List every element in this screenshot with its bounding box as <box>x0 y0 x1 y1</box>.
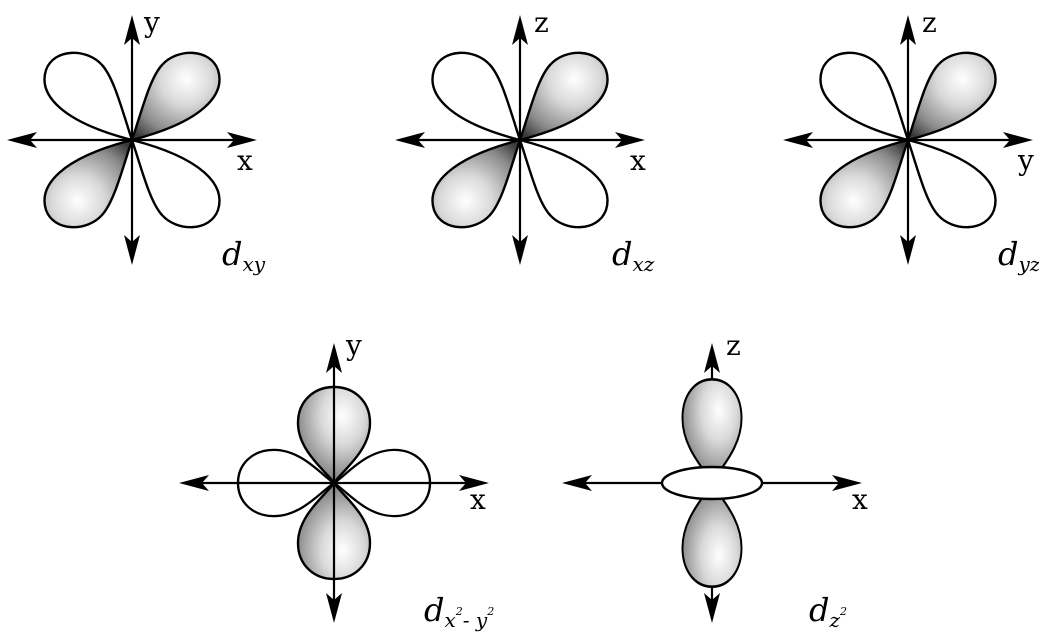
lobe-upper-left-white <box>819 51 910 142</box>
axis-horizontal <box>395 132 645 148</box>
axis-label-horizontal: x <box>852 483 868 516</box>
axis-vertical <box>704 343 720 623</box>
lobe-lower-right-white <box>130 138 221 229</box>
axis-horizontal <box>7 132 257 148</box>
orbital-label: dxy <box>222 235 266 276</box>
orbital-label: dx2- y2 <box>424 591 494 632</box>
axis-label-vertical: y <box>143 6 160 39</box>
axis-label-vertical: z <box>726 329 741 362</box>
lobe-upper-right-shaded <box>130 51 221 142</box>
axis-horizontal <box>562 475 862 491</box>
orbital-dxy: y x dxy <box>7 6 266 276</box>
lobe-lower-left-shaded <box>819 138 910 229</box>
torus-ring <box>660 465 764 501</box>
orbital-dx2-y2: y x dx2- y2 <box>179 329 494 632</box>
lobe-upper-right-shaded <box>906 51 997 142</box>
orbital-dz2: z x dz2 <box>562 329 868 632</box>
orbital-label: dz2 <box>809 591 847 632</box>
axis-horizontal <box>783 132 1033 148</box>
axis-label-horizontal: x <box>470 483 486 516</box>
lobe-lower-left-shaded <box>431 138 522 229</box>
axis-label-vertical: z <box>922 6 937 39</box>
axis-label-horizontal: x <box>630 144 646 177</box>
lobe-upper-left-white <box>431 51 522 142</box>
lobe-upper-left-white <box>43 51 134 142</box>
axis-label-horizontal: x <box>237 144 253 177</box>
orbital-dyz: z y dyz <box>783 6 1039 276</box>
orbital-label: dxz <box>612 235 655 276</box>
lobe-lower-right-white <box>906 138 997 229</box>
lobe-upper-right-shaded <box>518 51 609 142</box>
axis-label-horizontal: y <box>1017 144 1034 177</box>
axis-label-vertical: z <box>534 6 549 39</box>
lobe-lower-right-white <box>518 138 609 229</box>
axis-label-vertical: y <box>345 329 362 362</box>
orbital-label: dyz <box>998 235 1039 276</box>
lobe-lower-left-shaded <box>43 138 134 229</box>
axis-horizontal <box>179 475 489 491</box>
orbital-dxz: z x dxz <box>395 6 655 276</box>
